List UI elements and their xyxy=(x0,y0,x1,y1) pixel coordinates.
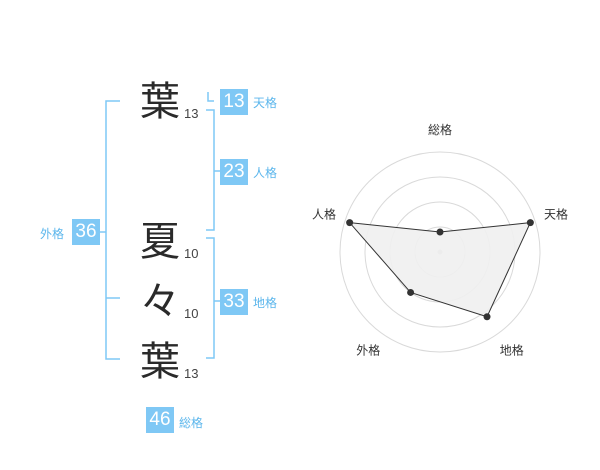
radar-point-4 xyxy=(407,288,415,296)
stroke-count-1: 13 xyxy=(184,106,199,121)
gaikaku-bracket-top xyxy=(105,100,120,360)
tenkaku-bracket xyxy=(207,92,214,102)
radar-points xyxy=(346,219,534,321)
name-char-4: 葉 xyxy=(140,339,180,385)
radar-point-1 xyxy=(436,228,444,236)
radar-point-2 xyxy=(526,219,534,227)
radar-axis-label-4: 外格 xyxy=(356,343,380,358)
radar-area xyxy=(348,222,532,318)
name-char-3: 々 xyxy=(140,279,180,325)
gaikaku-label: 外格 xyxy=(40,227,65,241)
chikaku-bracket xyxy=(206,237,215,359)
gaikaku-value-box: 36 xyxy=(72,219,100,245)
name-char-2: 夏 xyxy=(140,219,180,265)
chikaku-value-box: 33 xyxy=(220,289,248,315)
stroke-count-3: 10 xyxy=(184,306,199,321)
jinkaku-value-box: 23 xyxy=(220,159,248,185)
radar-axis-label-2: 天格 xyxy=(544,206,568,221)
radar-ring-4 xyxy=(339,151,541,353)
tenkaku-value-box: 13 xyxy=(220,89,248,115)
chikaku-label: 地格 xyxy=(253,296,278,310)
radar-axis-label-1: 総格 xyxy=(428,122,452,137)
tenkaku-label: 天格 xyxy=(253,96,278,110)
radar-point-5 xyxy=(346,219,354,227)
soukaku-value-box: 46 xyxy=(146,407,174,433)
stroke-count-2: 10 xyxy=(184,246,199,261)
name-char-1: 葉 xyxy=(140,79,180,125)
radar-axis-label-3: 地格 xyxy=(500,343,524,358)
radar-axis-label-5: 人格 xyxy=(312,206,336,221)
jinkaku-label: 人格 xyxy=(253,166,278,180)
stroke-count-4: 13 xyxy=(184,366,199,381)
jinkaku-bracket xyxy=(206,109,215,231)
radar-point-3 xyxy=(483,313,491,321)
soukaku-label: 総格 xyxy=(179,416,204,430)
